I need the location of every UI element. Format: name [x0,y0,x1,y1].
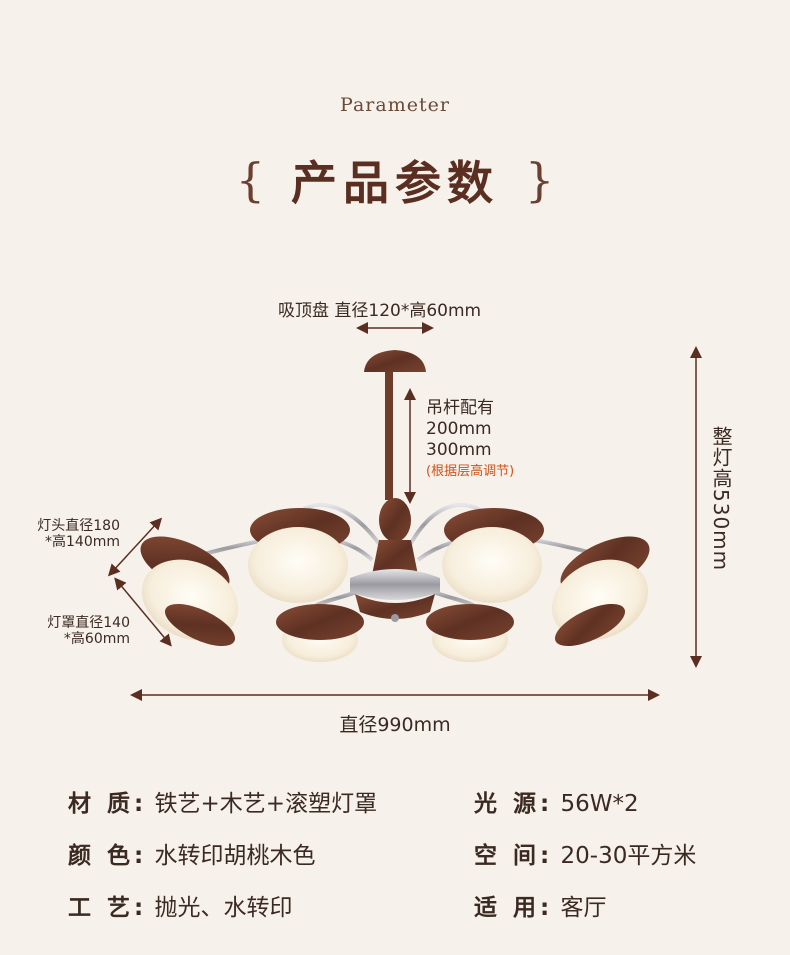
spec-space-key: 空 间: [474,843,554,869]
spec-craft-key: 工 艺: [68,895,148,921]
lamp-head-1 [140,536,239,647]
lamp-head-6 [426,604,514,662]
head-arrow [107,517,163,577]
spec-color: 颜 色: 水转印胡桃木色 [68,836,316,870]
lamp-head-3 [442,508,544,603]
spec-craft: 工 艺: 抛光、水转印 [68,888,293,922]
chandelier-diagram: 吸顶盘 直径120*高60mm 吊杆配有 200mm 300mm (根据层高调节… [24,301,733,736]
spec-material-key: 材 质: [68,791,148,817]
rod [385,372,393,500]
right-brace: } [525,153,555,207]
lamp-head-4 [551,536,650,647]
spec-space: 空 间: 20-30平方米 [474,836,696,870]
rod-label-line1: 吊杆配有 [426,398,494,418]
lamp-head-5 [276,604,364,662]
rod-note: (根据层高调节) [426,464,515,479]
head-label: 灯头直径180 *高140mm [24,518,120,550]
spec-usage-key: 适 用: [474,895,554,921]
canopy [364,350,426,372]
spec-usage-value: 客厅 [560,895,607,921]
spec-craft-value: 抛光、水转印 [154,895,293,921]
spec-light-value: 56W*2 [560,791,639,817]
head-label-line2: *高140mm [45,534,120,550]
spec-material: 材 质: 铁艺+木艺+滚塑灯罩 [68,784,377,818]
canopy-label: 吸顶盘 直径120*高60mm [278,301,482,321]
shade-label-line2: *高60mm [63,631,130,647]
spec-color-value: 水转印胡桃木色 [154,843,316,869]
left-brace: { [235,153,265,207]
rod-label-line3: 300mm [426,440,492,460]
spec-light: 光 源: 56W*2 [474,784,639,818]
lamp-head-2 [248,508,350,603]
page-title: 产品参数 [291,156,499,210]
shade-label-line1: 灯罩直径140 [47,615,130,631]
subtitle: Parameter [340,94,450,116]
chrome-ring [350,569,440,600]
spec-usage: 适 用: 客厅 [474,888,607,922]
spec-space-value: 20-30平方米 [560,843,697,869]
head-label-line1: 灯头直径180 [37,518,120,534]
spec-light-key: 光 源: [474,791,554,817]
rod-label-line2: 200mm [426,419,492,439]
spec-material-value: 铁艺+木艺+滚塑灯罩 [154,791,378,817]
shade-arrow [114,577,172,647]
title-row: { 产品参数 } [0,148,790,212]
diameter-label: 直径990mm [339,714,451,736]
shade-label: 灯罩直径140 *高60mm [34,615,130,647]
total-height-label: 整灯高530mm [709,426,733,572]
rod-label: 吊杆配有 200mm 300mm (根据层高调节) [426,398,514,482]
spec-color-key: 颜 色: [68,843,148,869]
chandelier-illustration [107,322,702,701]
